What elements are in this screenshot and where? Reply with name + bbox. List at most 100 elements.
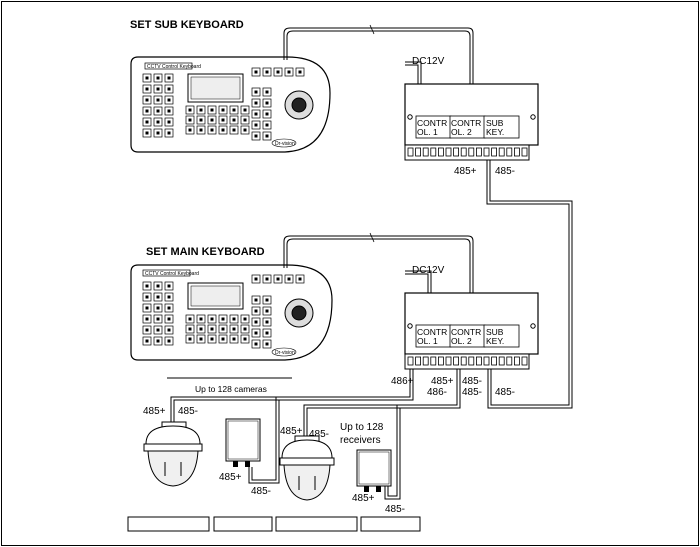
keypad-key-mark — [232, 327, 236, 331]
terminal-screw — [415, 356, 422, 366]
keypad-key-mark — [145, 284, 149, 288]
keypad-key-mark — [243, 108, 247, 112]
keypad-key-mark — [145, 328, 149, 332]
keypad-key-mark — [145, 120, 149, 124]
dome-camera-2 — [279, 435, 335, 501]
keypad-key-mark — [254, 123, 258, 127]
keypad-key-mark — [156, 306, 160, 310]
keypad-key-mark — [145, 76, 149, 80]
keypad-key-mark — [265, 309, 269, 313]
keypad-key-mark — [221, 118, 225, 122]
terminal-screw — [422, 147, 429, 157]
keypad-key-mark — [167, 339, 171, 343]
terminal-screw — [475, 356, 482, 366]
terminal-screw — [491, 356, 498, 366]
keypad-key-mark — [254, 90, 258, 94]
terminal-screw — [430, 356, 437, 366]
keypad-key-mark — [199, 327, 203, 331]
sub-port2-line1: CONTR — [451, 118, 481, 128]
keypad-key-mark — [232, 337, 236, 341]
cameras-label: Up to 128 cameras — [195, 384, 267, 394]
main-pin-486plus: 486+ — [391, 376, 414, 387]
keypad-key-mark — [254, 70, 258, 74]
keypad-key-mark — [156, 120, 160, 124]
sub-keyboard-label: CCTV Control Keyboard — [147, 64, 201, 70]
terminal-screw — [491, 147, 498, 157]
keypad-key-mark — [221, 128, 225, 132]
keypad-key-mark — [156, 339, 160, 343]
keypad-key-mark — [167, 109, 171, 113]
terminal-screw — [514, 147, 520, 157]
terminal-screw — [437, 356, 444, 366]
sub-distribution-box: CONTR OL. 1 CONTR OL. 2 SUB KEY. — [404, 83, 539, 161]
keypad-key-mark — [156, 98, 160, 102]
main-port3-line1: SUB — [486, 327, 504, 337]
keypad-key-mark — [221, 108, 225, 112]
keypad-key-mark — [188, 128, 192, 132]
keypad-key-mark — [243, 337, 247, 341]
keypad-key-mark — [188, 317, 192, 321]
main-pin-485minus-c: 485- — [495, 387, 515, 398]
sub-port2-line2: OL. 2 — [451, 127, 472, 137]
caption-box-4 — [360, 516, 421, 532]
keypad-key-mark — [199, 118, 203, 122]
terminal-screw — [422, 356, 429, 366]
rx1-minus: 485- — [251, 486, 271, 497]
keypad-key-mark — [167, 284, 171, 288]
keypad-key-mark — [167, 306, 171, 310]
main-keyboard-title: SET MAIN KEYBOARD — [146, 246, 265, 258]
terminal-screw — [521, 356, 528, 366]
keypad-key-mark — [265, 123, 269, 127]
terminal-screw — [483, 147, 490, 157]
keypad-key-mark — [287, 277, 291, 281]
sub-keyboard-title: SET SUB KEYBOARD — [130, 19, 244, 31]
keypad-key-mark — [276, 277, 280, 281]
keypad-key-mark — [145, 109, 149, 113]
keypad-key-mark — [188, 108, 192, 112]
main-keyboard-device: CCTV Control Keyboard Dr-vision — [130, 264, 333, 361]
terminal-screw — [453, 356, 460, 366]
receivers-label-1: Up to 128 — [340, 422, 384, 433]
rx1-plus: 485+ — [219, 472, 242, 483]
keypad-key-mark — [199, 128, 203, 132]
keypad-key-mark — [145, 98, 149, 102]
terminal-screw — [468, 356, 475, 366]
dome-camera-1 — [143, 421, 203, 487]
caption-box-3 — [275, 516, 358, 532]
receiver-1 — [225, 397, 280, 484]
terminal-screw — [407, 356, 414, 366]
terminal-screw — [445, 356, 452, 366]
keypad-key-mark — [265, 90, 269, 94]
sub-keyboard-device: CCTV Control Keyboard Dr-vision — [130, 56, 331, 153]
sub-dc-label: DC12V — [412, 56, 445, 67]
main-port2-line2: OL. 2 — [451, 336, 472, 346]
terminal-screw — [460, 147, 467, 157]
main-dc-label: DC12V — [412, 265, 445, 276]
keypad-key-mark — [243, 128, 247, 132]
terminal-screw — [483, 356, 490, 366]
keypad-key-mark — [265, 298, 269, 302]
keypad-key-mark — [254, 342, 258, 346]
keypad-key-mark — [199, 108, 203, 112]
keypad-key-mark — [156, 76, 160, 80]
keypad-key-mark — [210, 317, 214, 321]
keypad-key-mark — [145, 87, 149, 91]
keypad-key-mark — [210, 128, 214, 132]
keypad-key-mark — [276, 70, 280, 74]
main-port2-line1: CONTR — [451, 327, 481, 337]
main-pin-485minus-a: 485- — [462, 376, 482, 387]
main-keyboard-label: CCTV Control Keyboard — [145, 271, 199, 277]
terminal-screw — [430, 147, 437, 157]
sub-pin-plus: 485+ — [454, 166, 477, 177]
terminal-screw — [475, 147, 482, 157]
terminal-screw — [445, 147, 452, 157]
keypad-key-mark — [210, 327, 214, 331]
keypad-key-mark — [243, 118, 247, 122]
terminal-screw — [521, 147, 528, 157]
terminal-screw — [460, 356, 467, 366]
receivers-label-2: receivers — [340, 435, 381, 446]
keypad-key-mark — [156, 317, 160, 321]
keypad-key-mark — [254, 277, 258, 281]
